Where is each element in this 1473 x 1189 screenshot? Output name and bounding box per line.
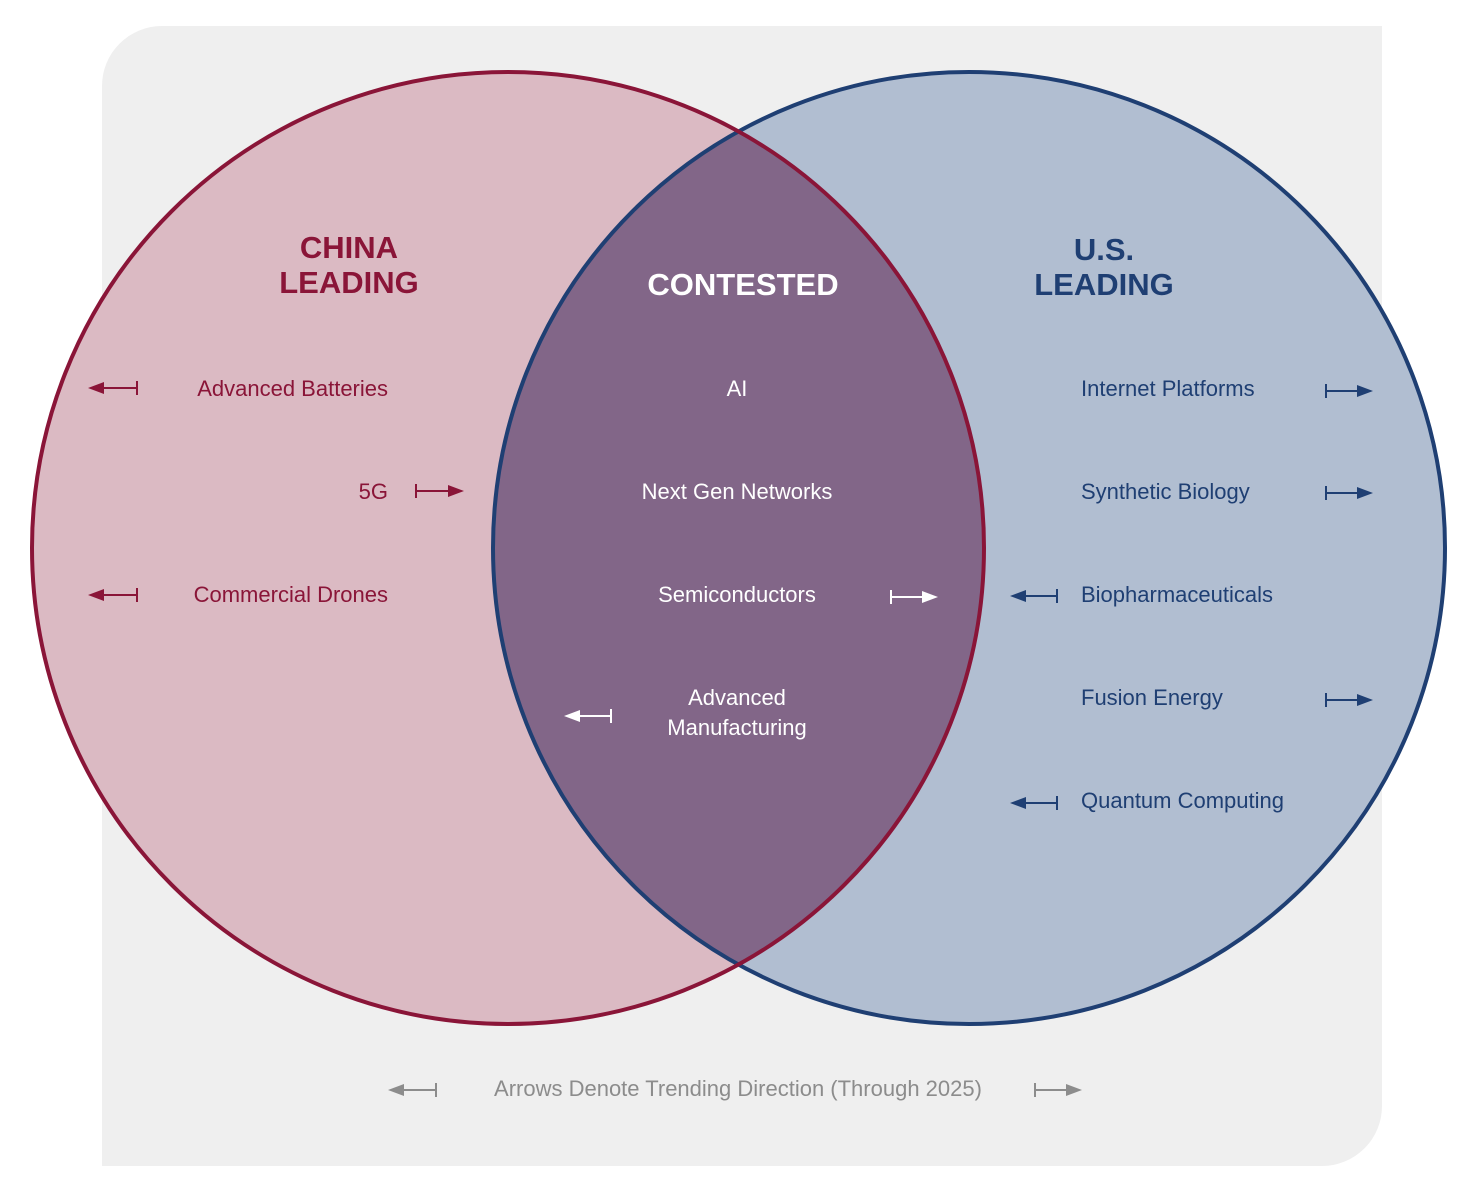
contested-item-semiconductors: Semiconductors — [658, 582, 816, 607]
left-arrow-icon — [1010, 796, 1058, 810]
left-arrow-icon — [1010, 589, 1058, 603]
us-item-quantum-computing: Quantum Computing — [1081, 788, 1284, 813]
right-arrow-icon — [1325, 384, 1373, 398]
contested-item-advanced-manufacturing-line1: Advanced — [688, 685, 786, 710]
china-item-commercial-drones: Commercial Drones — [194, 582, 388, 607]
china-item-5g: 5G — [359, 479, 388, 504]
us-title-line2: LEADING — [1034, 267, 1174, 302]
contested-item-advanced-manufacturing-line2: Manufacturing — [667, 715, 806, 740]
china-circle-outline — [30, 70, 986, 1026]
right-arrow-icon — [890, 590, 938, 604]
china-title-line2: LEADING — [279, 265, 419, 300]
left-arrow-icon — [564, 709, 612, 723]
china-title-line1: CHINA — [300, 230, 398, 265]
contested-item-ai: AI — [727, 376, 748, 401]
left-arrow-icon — [88, 588, 138, 602]
us-circle-outline — [491, 70, 1447, 1026]
contested-overlap — [493, 72, 984, 1024]
us-item-fusion-energy: Fusion Energy — [1081, 685, 1223, 710]
contested-item-next-gen-networks: Next Gen Networks — [642, 479, 833, 504]
right-arrow-icon — [415, 484, 464, 498]
us-title-line1: U.S. — [1074, 232, 1134, 267]
left-arrow-icon — [88, 381, 138, 395]
legend-right-arrow-icon — [1034, 1083, 1082, 1097]
china-item-advanced-batteries: Advanced Batteries — [197, 376, 388, 401]
us-item-synthetic-biology: Synthetic Biology — [1081, 479, 1250, 504]
us-item-biopharmaceuticals: Biopharmaceuticals — [1081, 582, 1273, 607]
legend-text: Arrows Denote Trending Direction (Throug… — [494, 1076, 982, 1101]
right-arrow-icon — [1325, 693, 1373, 707]
legend-left-arrow-icon — [388, 1083, 437, 1097]
contested-title: CONTESTED — [647, 267, 838, 302]
us-item-internet-platforms: Internet Platforms — [1081, 376, 1255, 401]
right-arrow-icon — [1325, 486, 1373, 500]
